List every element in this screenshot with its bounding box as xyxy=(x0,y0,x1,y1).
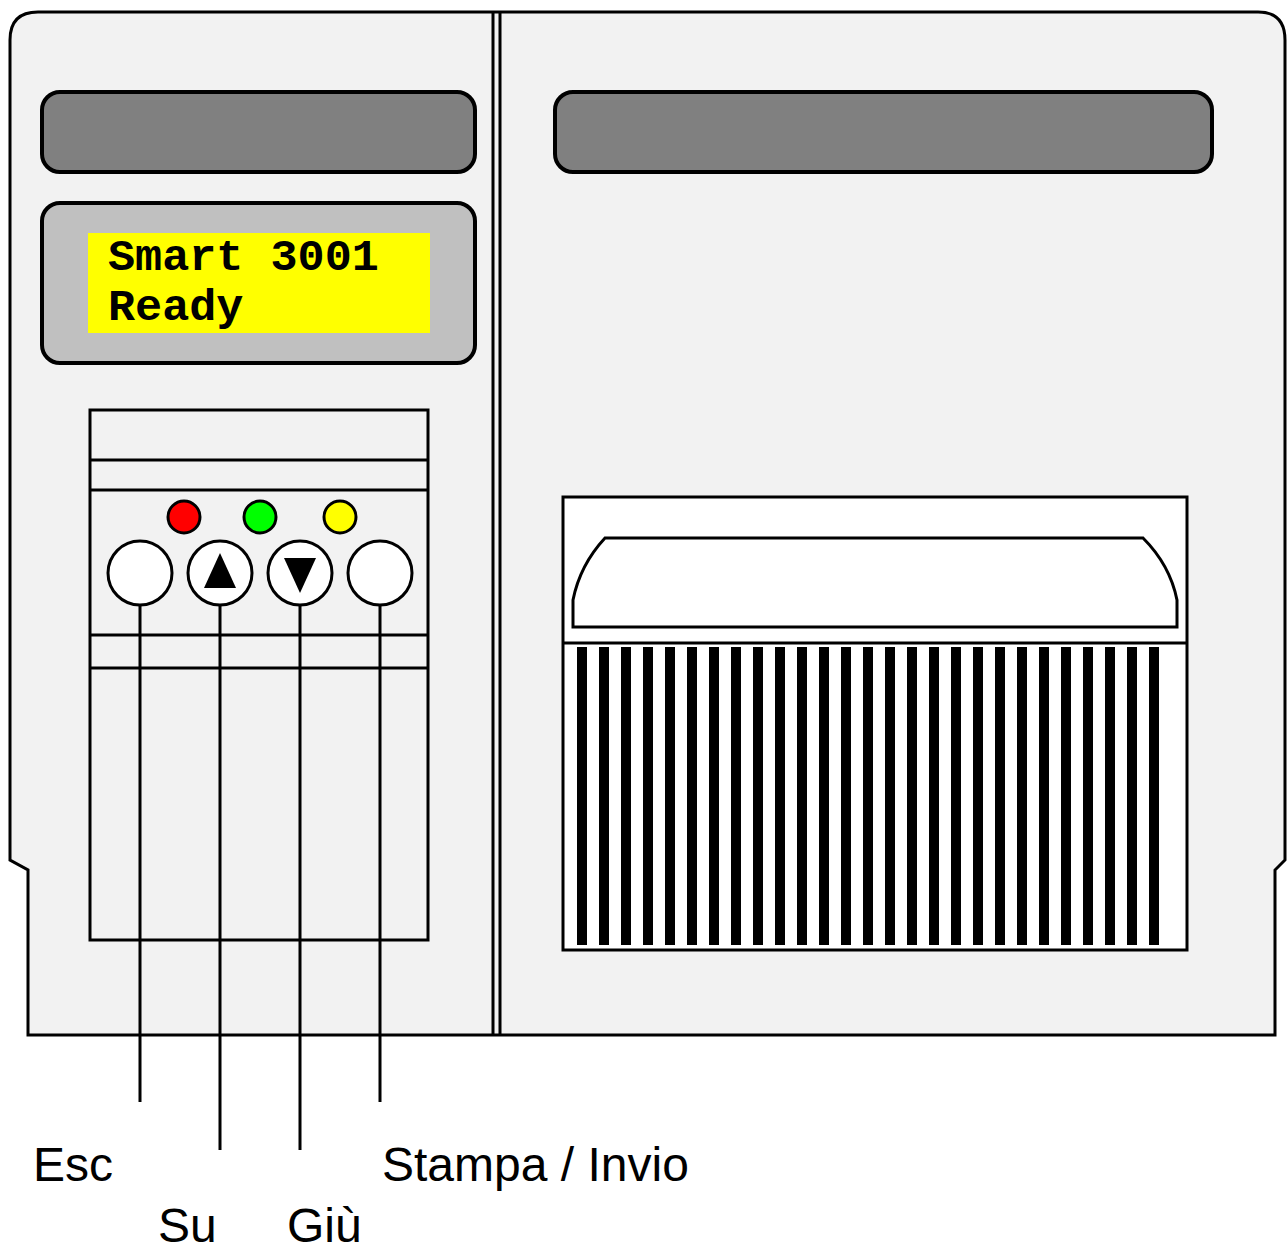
grille-fin xyxy=(885,647,895,945)
leader-line xyxy=(219,605,222,1150)
up-triangle xyxy=(204,553,236,588)
grille-fin xyxy=(1105,647,1115,945)
grille-fin xyxy=(973,647,983,945)
button xyxy=(268,541,332,605)
lcd-line: Smart 3001 xyxy=(108,233,430,283)
grille-fin xyxy=(753,647,763,945)
led-green xyxy=(244,501,276,533)
grille-fin xyxy=(819,647,829,945)
grille-fin xyxy=(907,647,917,945)
button xyxy=(188,541,252,605)
grille-fin xyxy=(797,647,807,945)
grille-fin xyxy=(863,647,873,945)
grille-fin xyxy=(995,647,1005,945)
lcd-line: Ready xyxy=(108,283,430,333)
grille-fin xyxy=(577,647,587,945)
grille-fin xyxy=(709,647,719,945)
grille-fin xyxy=(687,647,697,945)
leader-line xyxy=(299,605,302,1150)
grille-fin xyxy=(929,647,939,945)
grille-fin xyxy=(599,647,609,945)
panel-line xyxy=(90,459,428,462)
down-triangle xyxy=(284,558,316,593)
grille-fin xyxy=(665,647,675,945)
led-yellow xyxy=(324,501,356,533)
button-label: Stampa / Invio xyxy=(382,1137,689,1193)
top-bar xyxy=(555,92,1212,172)
grille-fin xyxy=(1083,647,1093,945)
grille-fin xyxy=(1017,647,1027,945)
grille-fin xyxy=(841,647,851,945)
grille-fin xyxy=(1061,647,1071,945)
panel-divider xyxy=(492,12,495,1035)
grille-fin xyxy=(621,647,631,945)
lcd-frame xyxy=(42,203,475,363)
grille-fin xyxy=(731,647,741,945)
slot-edge xyxy=(563,642,1187,645)
grille-fins xyxy=(577,647,1159,945)
paper-output xyxy=(563,497,1187,950)
grille-fin xyxy=(951,647,961,945)
panel-divider xyxy=(499,12,502,1035)
keypad xyxy=(90,410,428,1150)
leader-line xyxy=(139,605,142,1102)
printer-housing xyxy=(10,12,1285,1035)
paper-slot xyxy=(573,538,1177,627)
button xyxy=(348,541,412,605)
grille-fin xyxy=(1149,647,1159,945)
lcd-display: Smart 3001Ready xyxy=(88,233,430,333)
button-label: Su xyxy=(158,1198,217,1253)
grille-fin xyxy=(643,647,653,945)
grille-fin xyxy=(1127,647,1137,945)
output-frame xyxy=(563,497,1187,950)
button xyxy=(108,541,172,605)
top-bar xyxy=(42,92,475,172)
led-red xyxy=(168,501,200,533)
leader-line xyxy=(379,605,382,1102)
grille-fin xyxy=(775,647,785,945)
grille-fin xyxy=(1039,647,1049,945)
panel-line xyxy=(90,489,428,492)
button-label: Esc xyxy=(33,1137,113,1193)
button-label: Giù xyxy=(287,1198,362,1253)
